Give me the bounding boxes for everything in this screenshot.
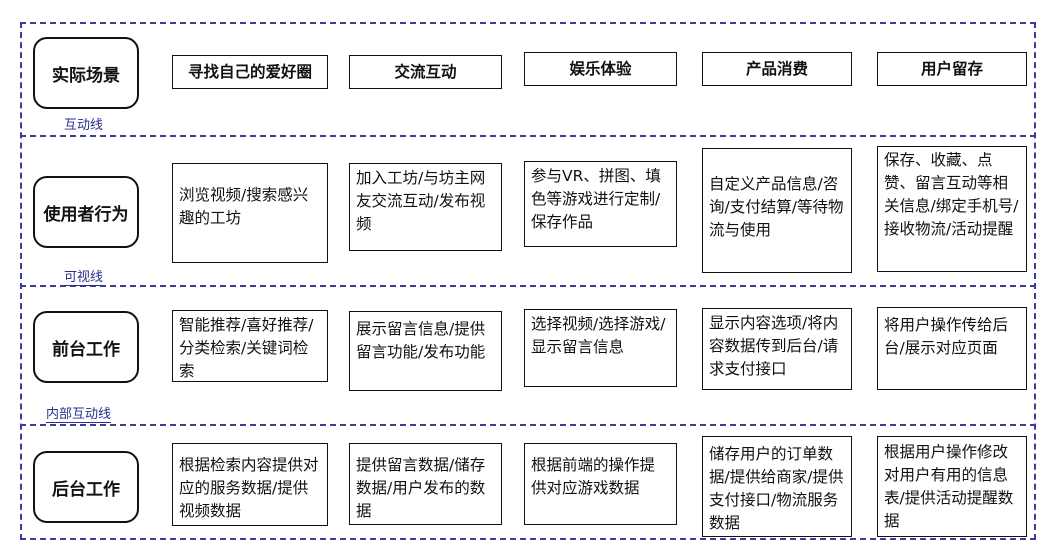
row-header-back: 后台工作 [33,451,139,523]
back-cell: 根据检索内容提供对应的服务数据/提供视频数据 [172,443,328,526]
user-cell: 自定义产品信息/咨询/支付结算/等待物流与使用 [702,148,852,273]
interaction-line-label: 互动线 [64,118,104,133]
scene-cell: 娱乐体验 [524,52,677,86]
front-cell: 智能推荐/喜好推荐/分类检索/关键词检索 [172,310,328,382]
scene-cell: 寻找自己的爱好圈 [172,55,328,89]
front-cell: 展示留言信息/提供留言功能/发布功能 [349,311,502,391]
front-cell: 将用户操作传给后台/展示对应页面 [877,307,1027,390]
scene-cell: 用户留存 [877,52,1027,86]
diagram-frame [20,22,1036,540]
visibility-line-label: 可视线 [64,266,104,286]
row-header-user: 使用者行为 [33,176,139,248]
row-header-front: 前台工作 [33,311,139,383]
front-cell: 显示内容选项/将内容数据传到后台/请求支付接口 [702,308,852,390]
front-cell: 选择视频/选择游戏/显示留言信息 [524,309,677,387]
internal-interaction-line [20,424,1036,426]
back-cell: 根据前端的操作提供对应游戏数据 [524,443,677,525]
scene-cell: 产品消费 [702,52,852,86]
internal-line-label: 内部互动线 [46,403,112,423]
visibility-line [20,285,1036,287]
user-cell: 浏览视频/搜索感兴趣的工坊 [172,163,328,263]
user-cell: 参与VR、拼图、填色等游戏进行定制/保存作品 [524,161,677,247]
back-cell: 根据用户操作修改对用户有用的信息表/提供活动提醒数据 [877,436,1027,537]
row-header-scene: 实际场景 [33,37,139,109]
scene-cell: 交流互动 [349,55,502,89]
user-cell: 加入工坊/与坊主网友交流互动/发布视频 [349,163,502,251]
back-cell: 储存用户的订单数据/提供给商家/提供支付接口/物流服务数据 [702,436,852,537]
back-cell: 提供留言数据/储存数据/用户发布的数据 [349,443,502,525]
user-cell: 保存、收藏、点赞、留言互动等相关信息/绑定手机号/接收物流/活动提醒 [877,146,1027,272]
interaction-line [20,135,1036,137]
